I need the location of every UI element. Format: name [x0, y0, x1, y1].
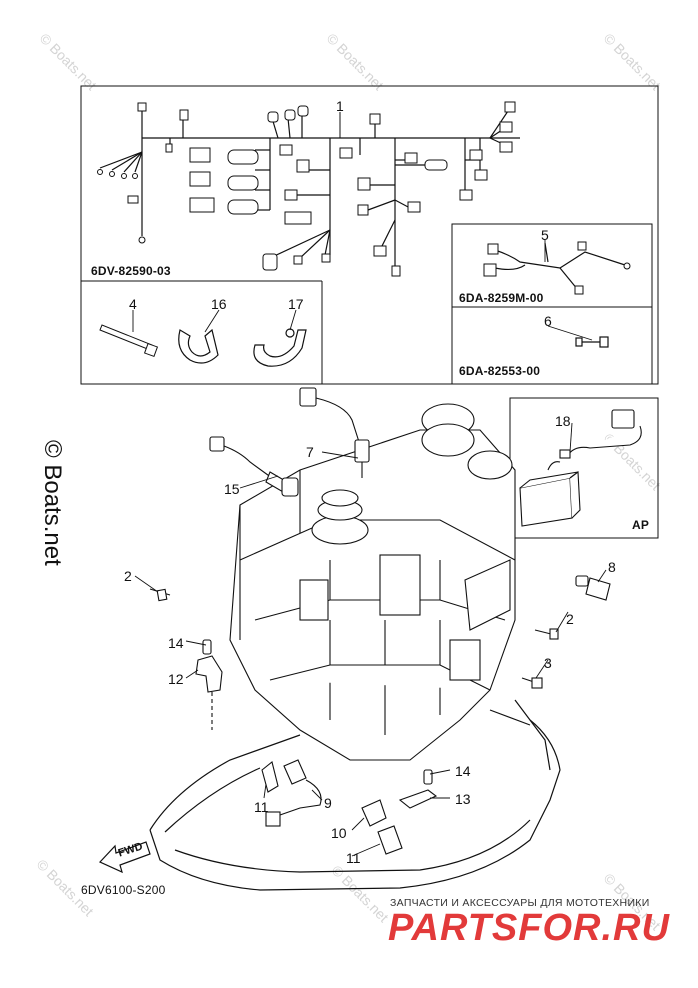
- fwd-arrow: [98, 841, 151, 874]
- callout-6: 6: [544, 313, 552, 329]
- callout-17: 17: [288, 296, 304, 312]
- sub-harness-frame: [451, 223, 653, 385]
- callout-4: 4: [129, 296, 137, 312]
- callout-15: 15: [224, 481, 240, 497]
- sub-harness-6: [575, 336, 609, 348]
- callout-9: 9: [324, 795, 332, 811]
- callout-7: 7: [306, 444, 314, 460]
- ap-label: AP: [632, 518, 650, 532]
- banner-logo: PARTSFOR.RU: [388, 907, 670, 949]
- main-wire-harness: [99, 107, 520, 270]
- callout-11b: 11: [346, 850, 361, 866]
- engine-block: [229, 403, 516, 761]
- code-sub-harness-6: 6DA-82553-00: [459, 364, 541, 378]
- harness-connectors: [97, 101, 516, 277]
- clamp-16: [178, 328, 219, 364]
- diagram-code: 6DV6100-S200: [81, 883, 166, 897]
- callout-8: 8: [608, 559, 616, 575]
- sensor-7: [299, 387, 370, 478]
- sensor-8: [575, 575, 611, 601]
- ap-parts: [519, 409, 642, 527]
- callout-2a: 2: [124, 568, 132, 584]
- callout-10: 10: [331, 825, 347, 841]
- sub-harness-5: [494, 242, 626, 291]
- harness-frame: [80, 85, 659, 385]
- callout-11a: 11: [254, 799, 269, 815]
- callout-13: 13: [455, 791, 471, 807]
- bolts: [149, 588, 559, 689]
- cable-tie: [99, 324, 159, 358]
- bottom-cowl: [149, 699, 561, 891]
- code-sub-harness-5: 6DA-8259M-00: [459, 291, 544, 305]
- callout-1: 1: [336, 98, 344, 114]
- callout-2b: 2: [566, 611, 574, 627]
- sensor-15: [209, 436, 299, 497]
- clamp-17: [253, 328, 307, 367]
- callout-12: 12: [168, 671, 184, 687]
- leader-lines: [132, 112, 607, 857]
- banner-tagline: ЗАПЧАСТИ И АКСЕССУАРЫ ДЛЯ МОТОТЕХНИКИ: [390, 897, 650, 909]
- callout-14a: 14: [168, 635, 184, 651]
- bracket-12: [195, 639, 223, 730]
- callout-18: 18: [555, 413, 571, 429]
- callout-14b: 14: [455, 763, 471, 779]
- callout-5: 5: [541, 227, 549, 243]
- callout-3: 3: [544, 655, 552, 671]
- callout-16: 16: [211, 296, 227, 312]
- lower-parts: [261, 759, 438, 855]
- code-main-harness: 6DV-82590-03: [91, 264, 171, 278]
